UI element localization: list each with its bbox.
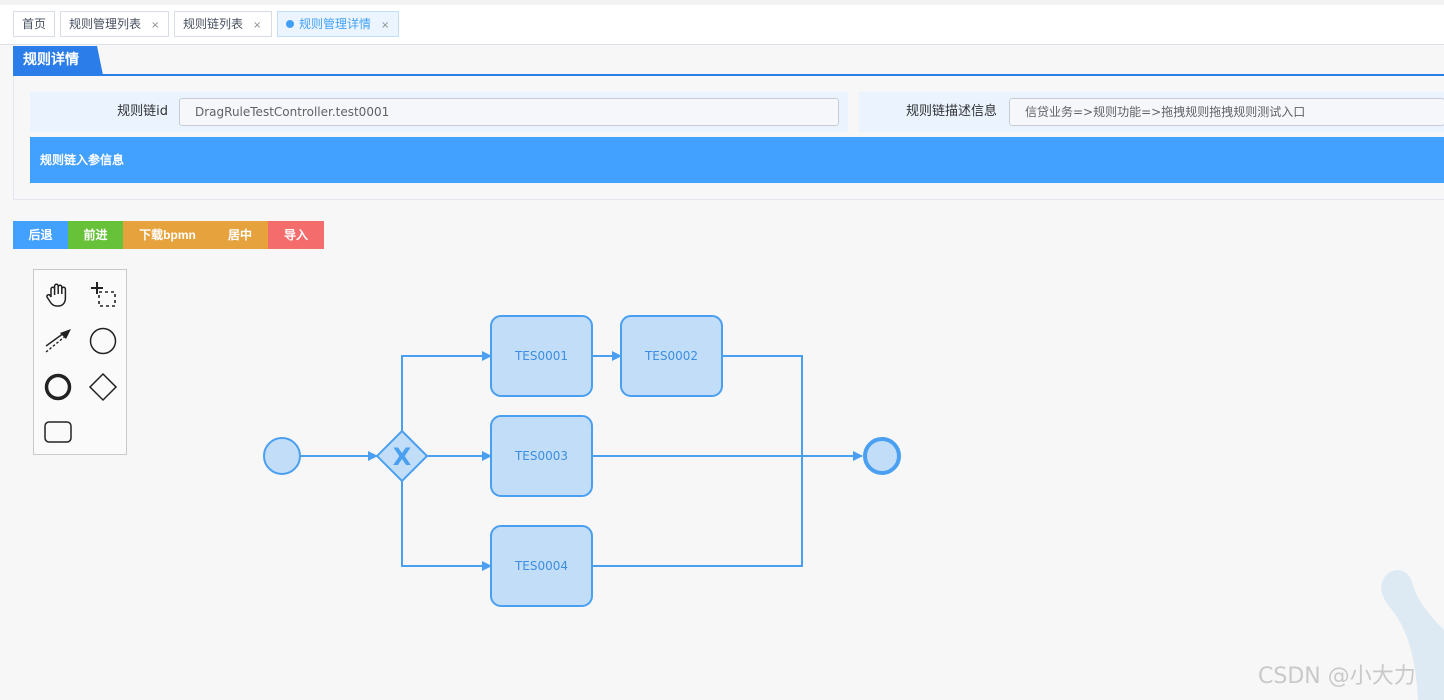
flow-gateway-tes0004[interactable] bbox=[401, 481, 492, 571]
active-dot-icon bbox=[286, 20, 294, 28]
import-button[interactable]: 导入 bbox=[268, 221, 324, 249]
task-tes0001[interactable] bbox=[490, 315, 593, 397]
flow-gateway-tes0001[interactable] bbox=[401, 351, 492, 431]
task-icon[interactable] bbox=[42, 416, 74, 448]
task-tes0003[interactable] bbox=[490, 415, 593, 497]
task-tes0003-label: TES0003 bbox=[514, 449, 568, 463]
connect-tool-icon[interactable] bbox=[42, 325, 74, 357]
tab-label: 规则管理列表 bbox=[69, 17, 142, 31]
chain-desc-label: 规则链描述信息 bbox=[905, 104, 997, 119]
rule-chain-form: 规则链id DragRuleTestController.test0001 规则… bbox=[13, 76, 1444, 200]
tab-rule-manage-list[interactable]: 规则管理列表 × bbox=[60, 11, 169, 37]
bpmn-palette bbox=[33, 269, 127, 455]
flow-tes0004-end[interactable] bbox=[592, 456, 803, 567]
tab-home[interactable]: 首页 bbox=[13, 11, 55, 37]
tab-rule-manage-detail[interactable]: 规则管理详情 × bbox=[277, 11, 399, 37]
title-underline bbox=[13, 74, 1444, 76]
close-icon[interactable]: × bbox=[381, 20, 390, 31]
watermark: CSDN @小大力 bbox=[1258, 664, 1416, 689]
page-title: 规则详情 bbox=[13, 46, 103, 75]
gateway-symbol: X bbox=[393, 443, 412, 471]
chain-desc-input[interactable]: 信贷业务=>规则功能=>拖拽规则拖拽规则测试入口 bbox=[1009, 98, 1444, 126]
start-event[interactable] bbox=[263, 437, 301, 475]
back-button[interactable]: 后退 bbox=[13, 221, 68, 249]
decorative-corner-shape bbox=[1381, 570, 1444, 700]
gateway-icon[interactable] bbox=[87, 371, 119, 403]
tab-rule-chain-list[interactable]: 规则链列表 × bbox=[174, 11, 272, 37]
close-icon[interactable]: × bbox=[253, 20, 262, 31]
end-event[interactable] bbox=[863, 437, 901, 475]
hand-tool-icon[interactable] bbox=[42, 279, 74, 311]
tab-label: 规则链列表 bbox=[183, 17, 244, 31]
chain-id-field: 规则链id DragRuleTestController.test0001 bbox=[30, 92, 848, 132]
chain-id-label: 规则链id bbox=[117, 104, 168, 119]
exclusive-gateway[interactable] bbox=[375, 429, 429, 483]
task-tes0001-label: TES0001 bbox=[514, 349, 568, 363]
task-tes0002[interactable] bbox=[620, 315, 723, 397]
task-tes0004[interactable] bbox=[490, 525, 593, 607]
chain-id-input[interactable]: DragRuleTestController.test0001 bbox=[179, 98, 839, 126]
download-bpmn-button[interactable]: 下载bpmn bbox=[123, 221, 212, 249]
params-header[interactable]: 规则链入参信息 bbox=[30, 137, 1444, 183]
center-button[interactable]: 居中 bbox=[212, 221, 268, 249]
forward-button[interactable]: 前进 bbox=[68, 221, 123, 249]
tab-label: 规则管理详情 bbox=[299, 17, 372, 31]
task-tes0002-label: TES0002 bbox=[644, 349, 698, 363]
tabs-bar: 首页 规则管理列表 × 规则链列表 × 规则管理详情 × bbox=[0, 0, 1444, 45]
flow-tes0002-end[interactable] bbox=[722, 355, 803, 456]
end-event-icon[interactable] bbox=[42, 371, 74, 403]
start-event-icon[interactable] bbox=[87, 325, 119, 357]
task-tes0004-label: TES0004 bbox=[514, 559, 568, 573]
tab-label: 首页 bbox=[22, 17, 47, 31]
lasso-tool-icon[interactable] bbox=[87, 279, 119, 311]
close-icon[interactable]: × bbox=[151, 20, 160, 31]
chain-desc-field: 规则链描述信息 信贷业务=>规则功能=>拖拽规则拖拽规则测试入口 bbox=[859, 92, 1444, 132]
